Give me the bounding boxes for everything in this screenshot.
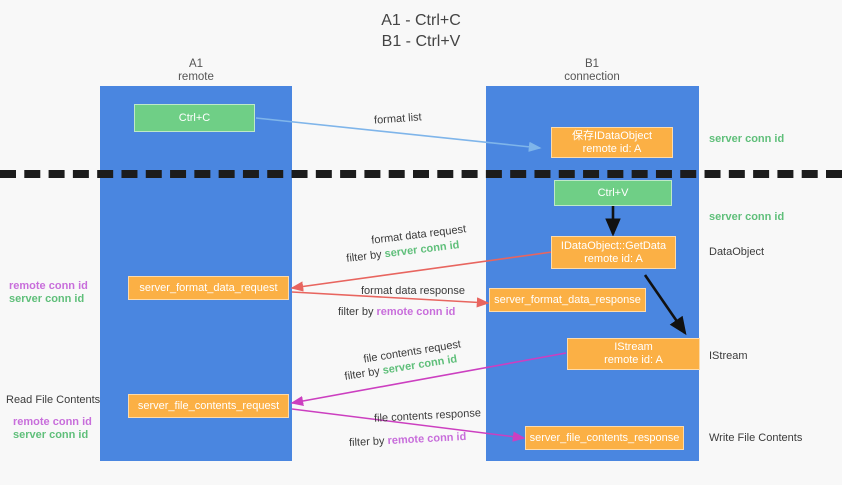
right-label-istream: IStream [709, 350, 748, 362]
box-save-idataobject[interactable]: 保存IDataObject remote id: A [551, 127, 673, 158]
edge-label-file-contents-response: file contents response [373, 407, 482, 425]
dashed-divider [0, 170, 842, 178]
filter-prefix: filter by [345, 248, 386, 265]
left-label-server-conn-id-2: server conn id [13, 429, 89, 441]
filter-key-remote-conn-id: remote conn id [376, 306, 456, 318]
right-label-server-conn-id-top: server conn id [709, 133, 785, 145]
left-label-read-file-contents: Read File Contents [6, 394, 101, 406]
right-label-write-file-contents: Write File Contents [709, 432, 803, 444]
edge-label-format-data-response-filter: filter by remote conn id [338, 305, 455, 319]
column-header-b1-sub: connection [564, 71, 620, 83]
column-header-a1-name: A1 [188, 58, 204, 70]
column-header-b1: B1 connection [502, 58, 682, 84]
column-header-a1: A1 remote [106, 58, 286, 84]
edge-label-file-contents-response-filter: filter by remote conn id [349, 430, 467, 450]
right-label-dataobject: DataObject [709, 246, 765, 258]
box-server-format-data-response[interactable]: server_format_data_response [489, 288, 646, 312]
box-server-format-data-request[interactable]: server_format_data_request [128, 276, 289, 300]
box-server-file-contents-response[interactable]: server_file_contents_response [525, 426, 684, 450]
column-header-b1-name: B1 [584, 58, 600, 70]
filter-key-remote-conn-id: remote conn id [387, 430, 467, 448]
box-server-file-contents-request[interactable]: server_file_contents_request [128, 394, 289, 418]
filter-prefix: filter by [338, 306, 377, 318]
edge-label-format-data-response: format data response [361, 285, 465, 297]
box-ctrl-v[interactable]: Ctrl+V [554, 180, 672, 206]
filter-prefix: filter by [343, 364, 384, 383]
column-header-a1-sub: remote [178, 71, 214, 83]
diagram-title: A1 - Ctrl+C B1 - Ctrl+V [381, 12, 461, 50]
left-label-remote-conn-id-2: remote conn id [13, 416, 92, 428]
box-ctrl-c[interactable]: Ctrl+C [134, 104, 255, 132]
box-idataobject-getdata[interactable]: IDataObject::GetData remote id: A [551, 236, 676, 269]
edge-label-format-list: format list [373, 111, 423, 127]
left-label-server-conn-id-1: server conn id [9, 293, 85, 305]
left-label-remote-conn-id-1: remote conn id [9, 280, 88, 292]
box-istream[interactable]: IStream remote id: A [567, 338, 700, 370]
filter-prefix: filter by [348, 435, 388, 450]
right-label-server-conn-id-second: server conn id [709, 211, 785, 223]
